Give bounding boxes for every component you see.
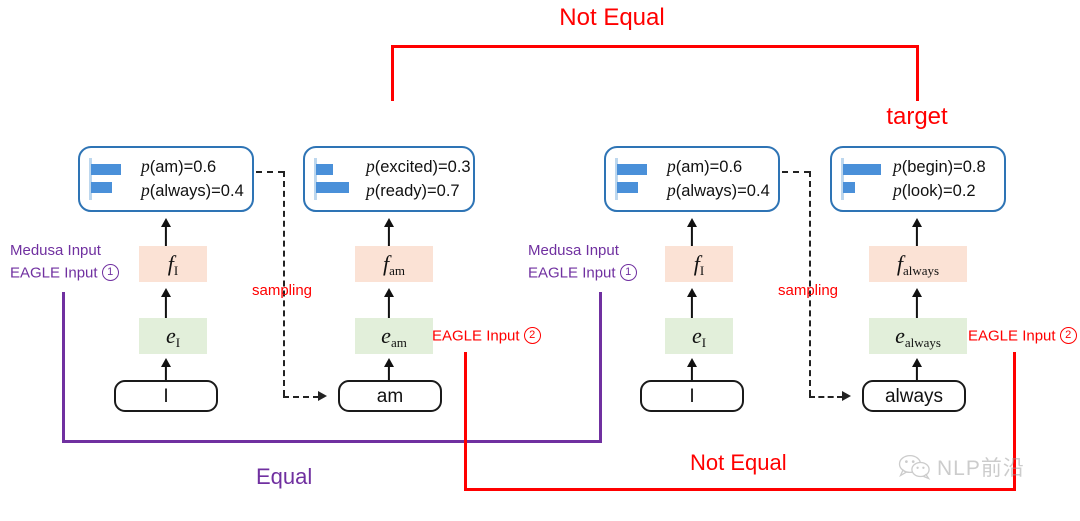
not-equal-bottom-left-leg	[464, 352, 467, 490]
not-equal-top-label: Not Equal	[559, 4, 665, 31]
token-label-col4: always	[884, 385, 944, 407]
sampling-dash-top-2	[782, 171, 810, 173]
e-block-label-col4: ealways	[895, 323, 941, 350]
eagle-input-2-text: EAGLE Input	[432, 327, 524, 345]
mini-chart-axis	[841, 158, 844, 200]
eagle-input-1-text: EAGLE Input	[10, 264, 102, 282]
e-block-col1: eI	[139, 318, 207, 354]
mini-bar-2	[843, 182, 855, 193]
circled-number-2: 2	[1059, 327, 1077, 344]
probability-box-col3: p(am)=0.6 p(always)=0.4	[604, 146, 780, 212]
prob-line-2: p(ready)=0.7	[366, 180, 460, 200]
e-block-col2: eam	[355, 318, 433, 354]
mini-bar-chart-col1	[89, 158, 135, 200]
prob-text-group-col2: p(excited)=0.3 p(ready)=0.7	[366, 155, 471, 203]
token-label-col1: I	[163, 385, 169, 407]
eagle-input-2-label-right: EAGLE Input 2	[968, 327, 1077, 345]
mini-bar-2	[91, 182, 112, 193]
f-block-col2: fam	[355, 246, 433, 282]
mini-bar-1	[843, 164, 881, 175]
mini-chart-axis	[89, 158, 92, 200]
eagle-input-1-text: EAGLE Input	[528, 264, 620, 282]
mini-bar-2	[316, 182, 349, 193]
e-block-label-col2: eam	[381, 323, 407, 350]
e-block-label-col1: eI	[165, 323, 181, 350]
watermark-text: NLP前沿	[937, 457, 1025, 480]
probability-box-col2: p(excited)=0.3 p(ready)=0.7	[303, 146, 475, 212]
sampling-dash-top-1	[256, 171, 284, 173]
target-label-col4: target	[886, 103, 948, 130]
prob-line-1: p(excited)=0.3	[366, 156, 471, 177]
medusa-input-label-right: Medusa Input	[528, 242, 619, 259]
e-block-col4: ealways	[869, 318, 967, 354]
token-box-col1: I	[114, 380, 218, 412]
sampling-dash-vertical-2	[809, 171, 811, 396]
mini-bar-1	[316, 164, 333, 175]
f-block-label-col2: fam	[382, 251, 405, 278]
eagle-input-2-text: EAGLE Input	[968, 327, 1060, 345]
prob-text-group-col3: p(am)=0.6 p(always)=0.4	[667, 155, 770, 203]
f-block-col3: fI	[665, 246, 733, 282]
equal-bottom-label: Equal	[256, 464, 313, 489]
mini-bar-chart-col3	[615, 158, 661, 200]
mini-chart-axis	[314, 158, 317, 200]
eagle-input-2-label-left: EAGLE Input 2	[432, 327, 541, 345]
prob-line-1: p(begin)=0.8	[893, 156, 986, 177]
token-label-col2: am	[376, 385, 404, 407]
equal-bracket-horizontal	[62, 440, 602, 443]
f-block-label-col3: fI	[693, 251, 705, 278]
mini-bar-1	[91, 164, 121, 175]
prob-line-2: p(always)=0.4	[667, 180, 770, 200]
sampling-arrowhead-1	[318, 391, 327, 401]
mini-chart-axis	[615, 158, 618, 200]
e-block-label-col3: eI	[691, 323, 707, 350]
token-label-col3: I	[689, 385, 695, 407]
f-block-col1: fI	[139, 246, 207, 282]
eagle-input-1-label-left: EAGLE Input 1	[10, 264, 119, 282]
not-equal-bottom-right-leg	[1013, 352, 1016, 490]
watermark: NLP前沿	[898, 452, 1025, 482]
not-equal-top-bracket-right-leg	[916, 45, 919, 101]
mini-bar-chart-col2	[314, 158, 360, 200]
sampling-dash-vertical-1	[283, 171, 285, 396]
wechat-icon	[898, 454, 931, 480]
probability-box-col4: p(begin)=0.8 p(look)=0.2	[830, 146, 1006, 212]
prob-line-2: p(always)=0.4	[141, 180, 244, 200]
equal-bracket-right-leg	[599, 292, 602, 442]
sampling-label-1: sampling	[252, 282, 313, 299]
sampling-arrowhead-2	[842, 391, 851, 401]
f-block-label-col4: falways	[896, 251, 940, 278]
mini-bar-1	[617, 164, 647, 175]
f-block-label-col1: fI	[167, 251, 179, 278]
prob-line-2: p(look)=0.2	[893, 180, 976, 200]
prob-line-1: p(am)=0.6	[141, 156, 217, 177]
not-equal-top-bracket-horizontal	[391, 45, 919, 48]
mini-bar-chart-col4	[841, 158, 887, 200]
medusa-input-label-left: Medusa Input	[10, 242, 101, 259]
f-block-col4: falways	[869, 246, 967, 282]
prob-text-group-col1: p(am)=0.6 p(always)=0.4	[141, 155, 244, 203]
not-equal-top-bracket-left-leg	[391, 45, 394, 101]
prob-text-group-col4: p(begin)=0.8 p(look)=0.2	[893, 155, 986, 203]
prob-line-1: p(am)=0.6	[667, 156, 743, 177]
sampling-label-2: sampling	[778, 282, 839, 299]
circled-number-1: 1	[619, 264, 637, 281]
mini-bar-2	[617, 182, 638, 193]
circled-number-1: 1	[101, 264, 119, 281]
probability-box-col1: p(am)=0.6 p(always)=0.4	[78, 146, 254, 212]
token-box-col3: I	[640, 380, 744, 412]
sampling-dash-bottom-2	[809, 396, 843, 398]
eagle-input-1-label-right: EAGLE Input 1	[528, 264, 637, 282]
circled-number-2: 2	[523, 327, 541, 344]
e-block-col3: eI	[665, 318, 733, 354]
not-equal-bottom-label: Not Equal	[690, 450, 787, 475]
not-equal-bottom-horizontal	[464, 488, 1016, 491]
token-box-col2: am	[338, 380, 442, 412]
sampling-dash-bottom-1	[283, 396, 319, 398]
token-box-col4: always	[862, 380, 966, 412]
equal-bracket-left-leg	[62, 292, 65, 442]
